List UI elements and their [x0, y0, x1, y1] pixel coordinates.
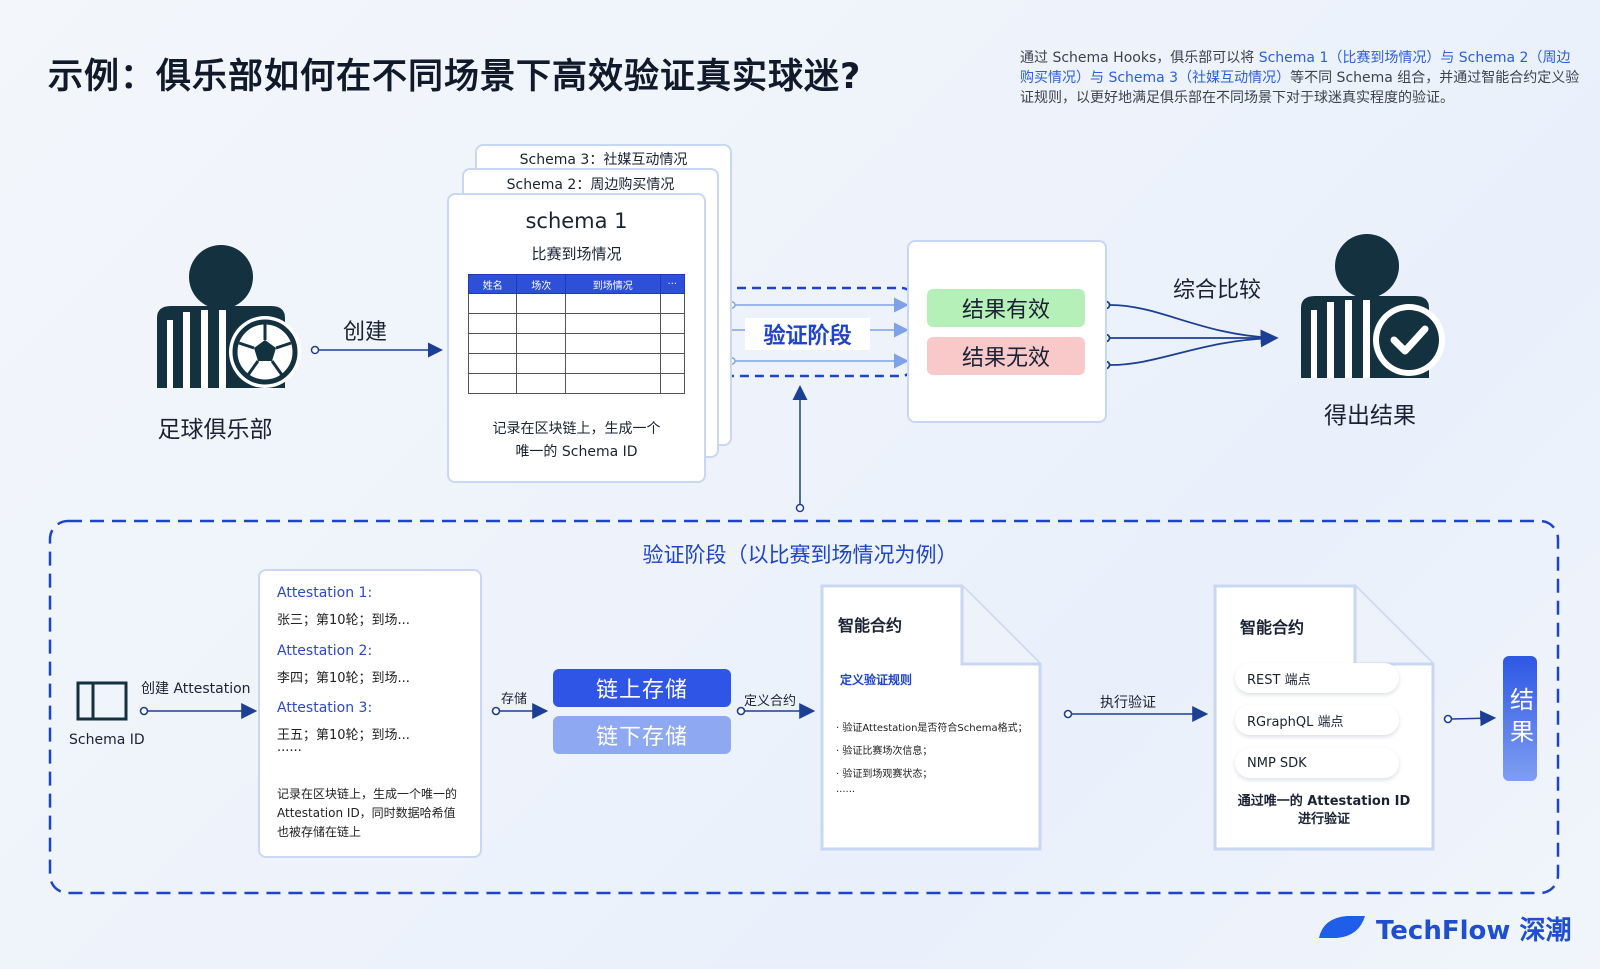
schema-id-icon [76, 681, 128, 721]
store-label: 存储 [501, 692, 528, 707]
lower-title: 验证阶段（以比赛到场情况为例） [642, 543, 958, 567]
contract-1-title: 智能合约 [838, 616, 903, 635]
offchain-storage: 链下存储 [553, 716, 731, 754]
schema-table: 姓名 场次 到场情况 ··· [467, 274, 686, 394]
football-club-icon [157, 245, 301, 388]
contract-rules: · 验证Attestation是否符合Schema格式； · 验证比赛场次信息；… [836, 717, 1028, 795]
outcome-person-icon [1301, 234, 1445, 378]
attestation-note: 记录在区块链上，生成一个唯一的 Attestation ID，同时数据哈希值也被… [277, 787, 458, 839]
attestation-1-text: 张三；第10轮；到场... [277, 613, 410, 628]
description: 通过 Schema Hooks，俱乐部可以将 Schema 1（比赛到场情况）与… [1020, 48, 1580, 108]
schema-1-title: schema 1 [525, 209, 628, 233]
techflow-logo-icon [1319, 916, 1365, 938]
endpoint-nmp-sdk: NMP SDK [1235, 748, 1399, 778]
attestation-more: ...... [277, 740, 302, 755]
rule-1: · 验证Attestation是否符合Schema格式； [836, 723, 1028, 734]
desc-part-1: 通过 Schema Hooks，俱乐部可以将 [1020, 50, 1259, 66]
onchain-storage: 链上存储 [553, 669, 731, 707]
col-name: 姓名 [467, 274, 518, 294]
col-attendance: 到场情况 [564, 274, 661, 294]
check-icon [1390, 325, 1429, 355]
attestation-list: Attestation 1: 张三；第10轮；到场... Attestation… [277, 585, 477, 755]
schema-2-label: Schema 2：周边购买情况 [506, 177, 675, 193]
schema-id-label: Schema ID [69, 732, 145, 748]
club-label: 足球俱乐部 [157, 417, 273, 443]
brand-name: TechFlow 深潮 [1376, 916, 1572, 946]
contract-doc-1 [820, 584, 1042, 851]
create-attestation-label: 创建 Attestation [141, 681, 251, 697]
attestation-card [258, 569, 482, 858]
contract-2-title: 智能合约 [1240, 618, 1305, 637]
attestation-2-title: Attestation 2: [277, 643, 373, 659]
endpoint-rgraphql: RGraphQL 端点 [1235, 705, 1399, 735]
attestation-2-text: 李四；第10轮；到场... [277, 671, 410, 686]
lower-container [48, 519, 1560, 895]
attestation-1-title: Attestation 1: [277, 585, 373, 601]
col-more: ··· [659, 274, 686, 294]
schema-1-subtitle: 比赛到场情况 [531, 245, 622, 263]
outcome-label: 得出结果 [1324, 403, 1416, 429]
rules-more: ...... [836, 784, 856, 795]
result-valid: 结果有效 [927, 289, 1085, 327]
verify-stage-label: 验证阶段 [745, 318, 870, 350]
schema-note: 记录在区块链上，生成一个 唯一的 Schema ID [447, 418, 706, 464]
col-round: 场次 [516, 274, 566, 294]
schema-note-2: 唯一的 Schema ID [515, 444, 638, 460]
result-card [907, 240, 1107, 423]
create-label: 创建 [343, 320, 388, 345]
schema-3-label: Schema 3：社媒互动情况 [519, 152, 688, 168]
desc-schemas: Schema 1（比赛到场情况）与 Schema 2（周边购买情况）与 Sche… [1020, 50, 1571, 86]
page-title: 示例：俱乐部如何在不同场景下高效验证真实球迷? [48, 57, 862, 97]
schema-note-1: 记录在区块链上，生成一个 [492, 421, 661, 437]
define-contract-label: 定义合约 [744, 694, 797, 709]
rule-3: · 验证到场观赛状态； [836, 769, 933, 780]
execute-verify-label: 执行验证 [1100, 695, 1156, 711]
contract-2-note: 通过唯一的 Attestation ID 进行验证 [1237, 794, 1411, 827]
desc-part-2: 等不同 Schema 组合，并通过智能合约定义验证规则，以更好地满足俱乐部在不同… [1020, 70, 1580, 106]
contract-1-subtitle: 定义验证规则 [840, 673, 913, 687]
rule-2: · 验证比赛场次信息； [836, 746, 933, 757]
attestation-3-text: 王五；第10轮；到场... [277, 728, 410, 743]
attestation-3-title: Attestation 3: [277, 700, 373, 716]
endpoint-rest: REST 端点 [1235, 663, 1399, 693]
final-result-bar: 结果 [1503, 656, 1537, 781]
result-invalid: 结果无效 [927, 337, 1085, 375]
compare-label: 综合比较 [1173, 278, 1262, 303]
